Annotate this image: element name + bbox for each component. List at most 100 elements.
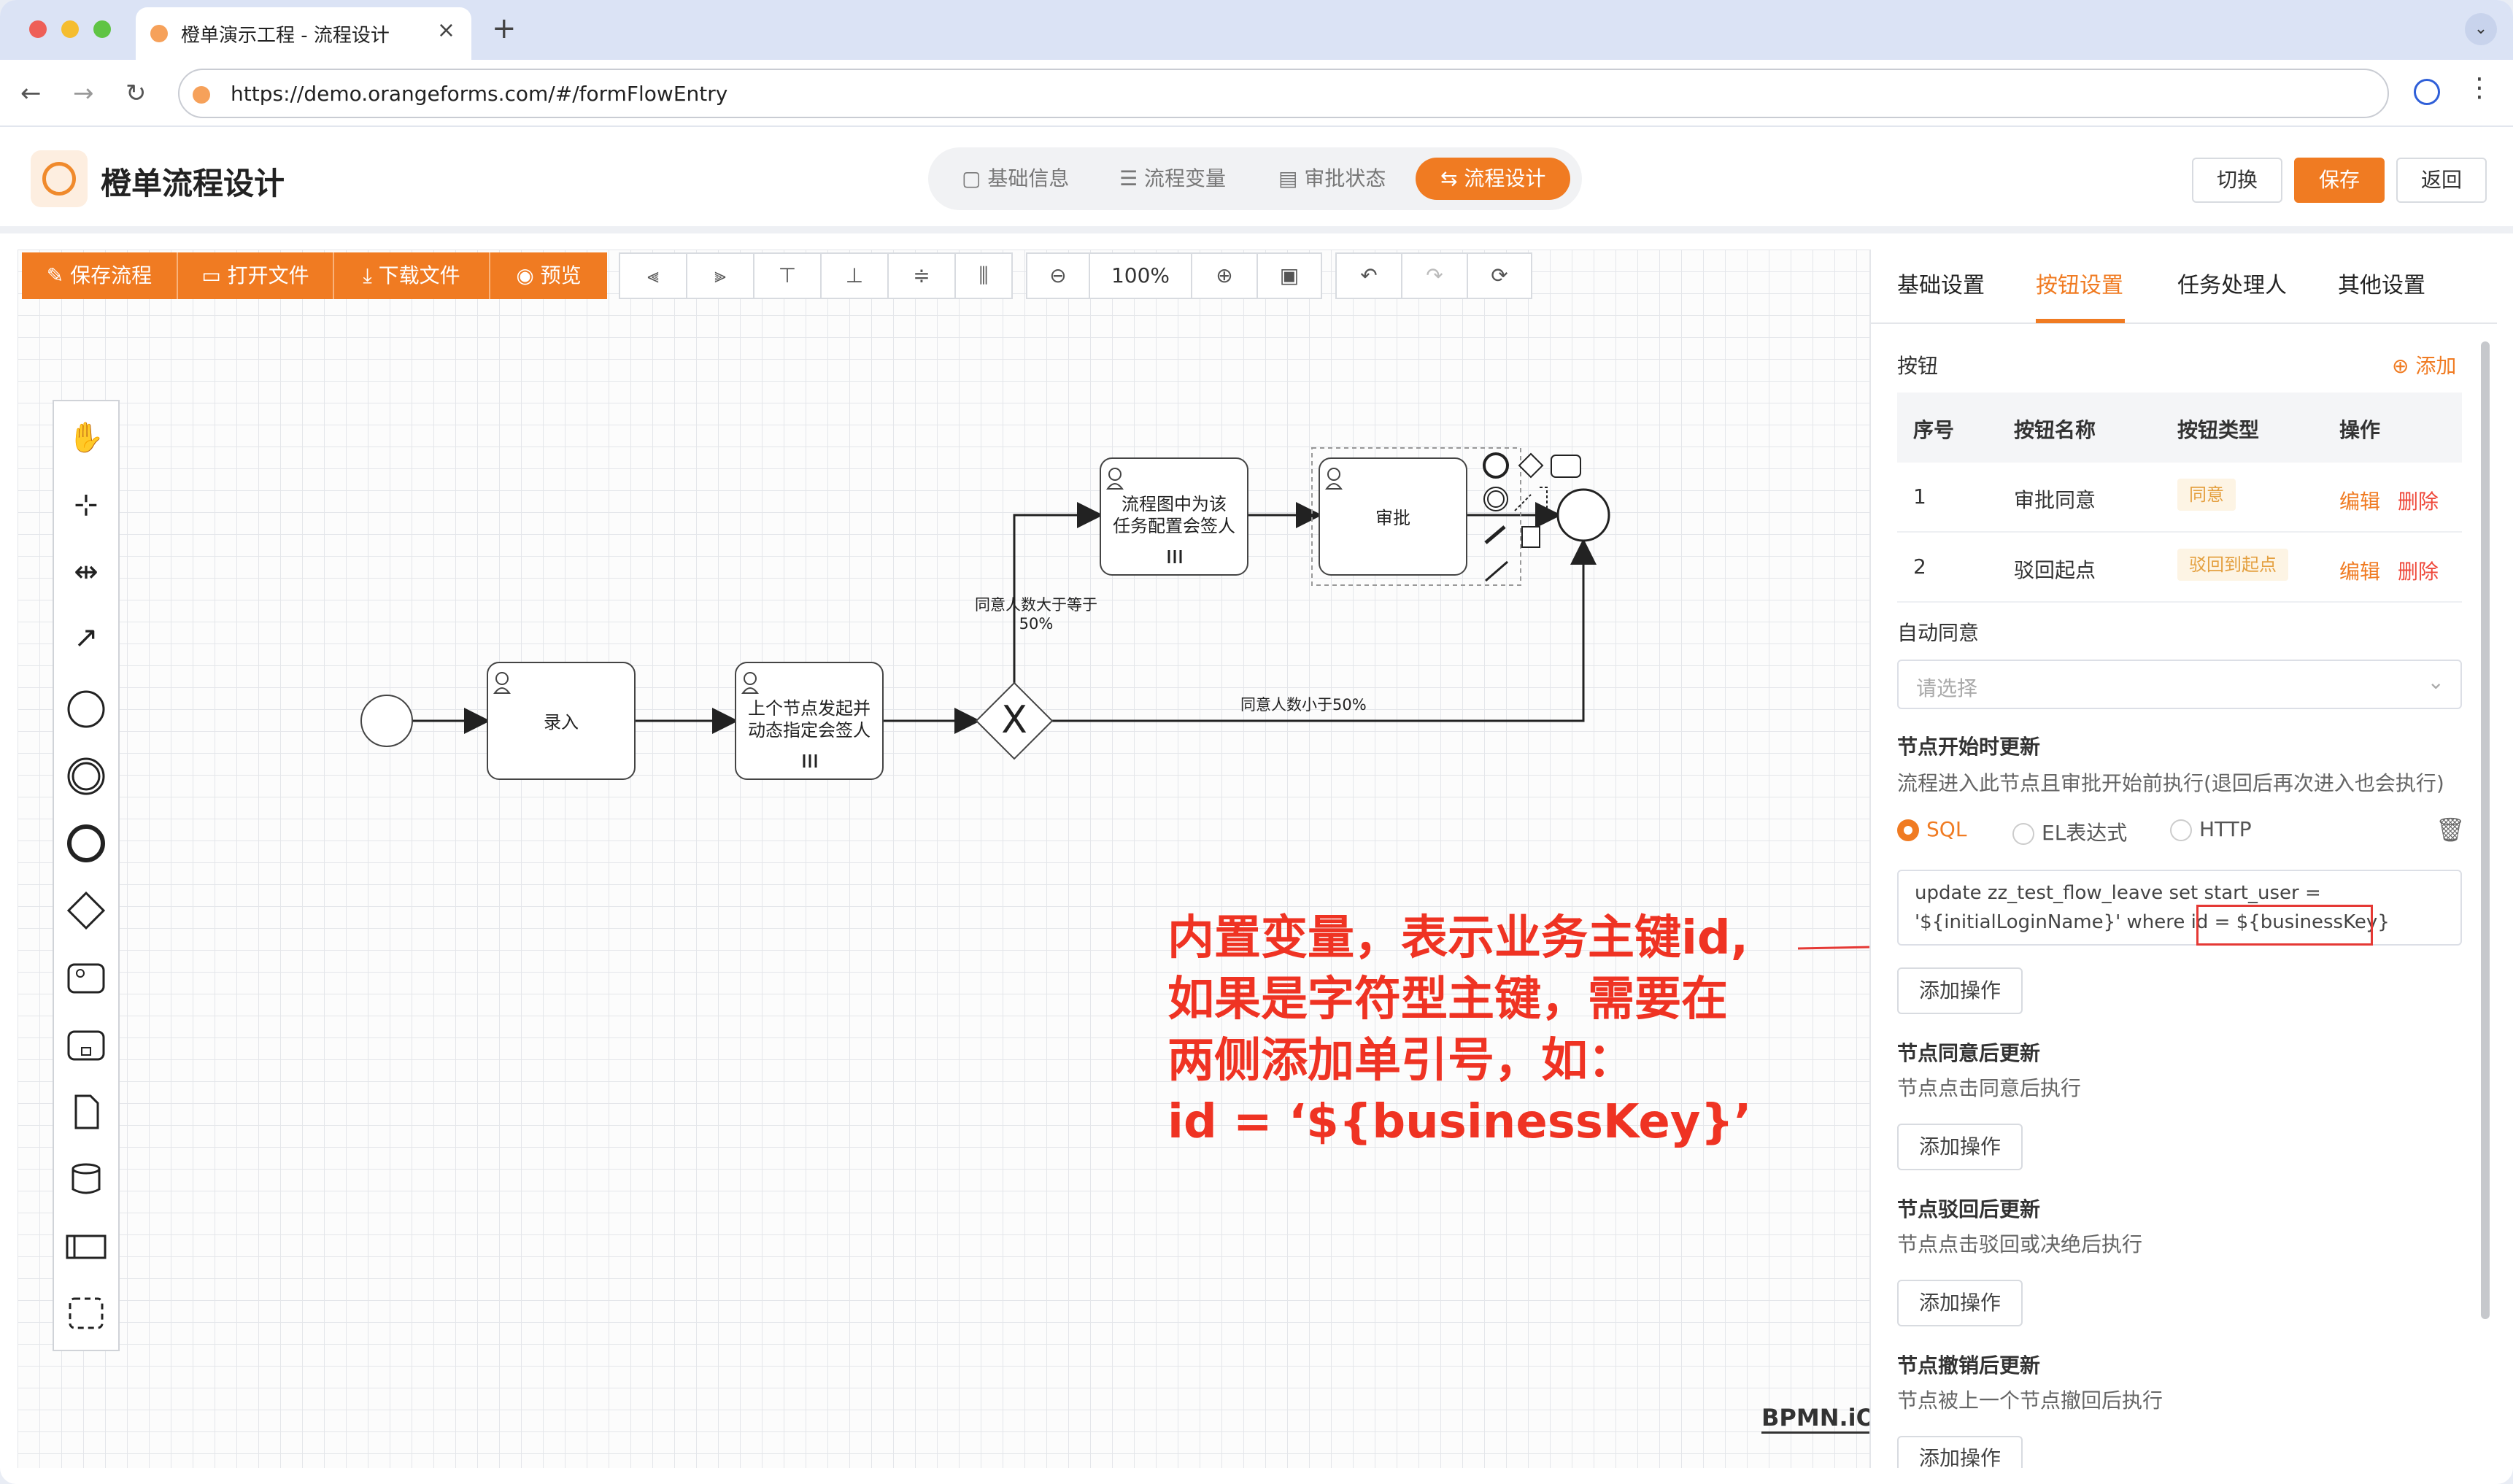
address-bar-row: ← → ↻ https://demo.orangeforms.com/#/for… xyxy=(0,60,2513,127)
condition-lt-label: 同意人数小于50% xyxy=(1240,696,1367,714)
fit-view-icon[interactable]: ▣ xyxy=(1279,263,1300,287)
add-operation-button[interactable]: 添加操作 xyxy=(1897,1124,2023,1170)
close-tab-icon[interactable]: × xyxy=(436,18,455,43)
user-task-icon[interactable] xyxy=(64,957,108,1001)
step-basic-info[interactable]: ▢ 基础信息 xyxy=(962,166,1070,190)
radio-el[interactable]: EL表达式 xyxy=(2012,817,2127,846)
history-toolbar: ↶ ↷ ⟳ xyxy=(1335,252,1532,299)
lasso-tool-icon[interactable]: ⊹ xyxy=(74,488,99,522)
favicon-icon xyxy=(150,25,168,42)
app-title: 橙单流程设计 xyxy=(101,166,285,201)
step-flow-variables[interactable]: ☰ 流程变量 xyxy=(1119,166,1227,190)
reject-title: 节点驳回后更新 xyxy=(1897,1197,2041,1221)
reset-icon[interactable]: ⟳ xyxy=(1491,263,1508,287)
reject-desc: 节点点击驳回或决绝后执行 xyxy=(1897,1232,2143,1256)
url-field[interactable]: https://demo.orangeforms.com/#/formFlowE… xyxy=(178,69,2389,118)
data-object-icon[interactable] xyxy=(64,1091,108,1135)
align-middle-icon[interactable]: ⫼ xyxy=(978,263,989,287)
zoom-out-icon[interactable]: ⊖ xyxy=(1027,254,1090,298)
end-event-icon[interactable] xyxy=(64,823,108,867)
url-text: https://demo.orangeforms.com/#/formFlowE… xyxy=(231,82,728,106)
tab-basic-settings[interactable]: 基础设置 xyxy=(1897,273,1985,298)
bpmn-io-watermark[interactable]: BPMN.iO xyxy=(1761,1404,1876,1434)
connect-tool-icon[interactable]: ↗ xyxy=(74,621,99,654)
task-config-label: 流程图中为该任务配置会签人 xyxy=(1113,494,1235,536)
add-operation-button[interactable]: 添加操作 xyxy=(1897,967,2023,1014)
switch-button[interactable]: 切换 xyxy=(2192,158,2282,203)
tab-list-button[interactable]: ⌄ xyxy=(2465,13,2497,45)
reload-icon[interactable]: ↻ xyxy=(126,79,147,108)
step-flow-design[interactable]: ⇆ 流程设计 xyxy=(1416,158,1571,200)
radio-sql[interactable]: SQL xyxy=(1897,817,1966,841)
sub-process-icon[interactable] xyxy=(64,1024,108,1068)
active-tab-indicator xyxy=(2036,319,2125,323)
group-icon[interactable] xyxy=(64,1293,108,1337)
app-header: 橙单流程设计 ▢ 基础信息 ☰ 流程变量 ▤ 审批状态 ⇆ 流程设计 切换 保存… xyxy=(0,127,2513,233)
auto-agree-select[interactable]: 请选择 ⌄ xyxy=(1897,660,2462,709)
tab-assignee[interactable]: 任务处理人 xyxy=(2177,273,2287,298)
site-icon xyxy=(193,86,210,104)
task-dynamic-label: 上个节点发起并动态指定会签人 xyxy=(748,698,871,741)
bpmn-canvas[interactable] xyxy=(18,250,1869,1468)
profile-icon[interactable] xyxy=(2414,79,2440,105)
hand-tool-icon[interactable]: ✋ xyxy=(68,421,104,455)
download-file-button[interactable]: ⤓ 下载文件 xyxy=(334,252,490,299)
zoom-toolbar: ⊖ 100% ⊕ ▣ xyxy=(1026,252,1322,299)
edit-link[interactable]: 编辑 xyxy=(2339,560,2381,584)
start-event-icon[interactable] xyxy=(64,689,108,733)
gateway-icon[interactable] xyxy=(64,890,108,934)
node-start-title: 节点开始时更新 xyxy=(1897,735,2041,759)
table-row: 1 审批同意 同意 编辑 删除 xyxy=(1897,463,2462,533)
tab-bar: 橙单演示工程 - 流程设计 × + ⌄ xyxy=(0,0,2513,60)
align-bottom-icon[interactable]: ⊥ xyxy=(822,254,889,298)
add-operation-button[interactable]: 添加操作 xyxy=(1897,1280,2023,1326)
agree-title: 节点同意后更新 xyxy=(1897,1041,2041,1065)
data-store-icon[interactable] xyxy=(64,1159,108,1202)
properties-panel: 基础设置 按钮设置 任务处理人 其他设置 按钮 ⊕ 添加 序号 按钮名称 按钮类… xyxy=(1869,250,2497,1470)
maximize-window-button[interactable] xyxy=(93,20,111,38)
table-header: 序号 按钮名称 按钮类型 操作 xyxy=(1897,393,2462,463)
new-tab-button[interactable]: + xyxy=(492,12,517,45)
space-tool-icon[interactable]: ⇹ xyxy=(74,555,99,589)
align-left-icon[interactable]: ⫷ xyxy=(620,254,687,298)
align-center-icon[interactable]: ≑ xyxy=(889,254,956,298)
tab-other-settings[interactable]: 其他设置 xyxy=(2338,273,2425,298)
browser-tab[interactable]: 橙单演示工程 - 流程设计 × xyxy=(136,7,471,60)
intermediate-event-icon[interactable] xyxy=(64,756,108,800)
auto-agree-label: 自动同意 xyxy=(1897,621,1980,645)
annotation-text: 内置变量，表示业务主键id, 如果是字符型主键，需要在 两侧添加单引号，如： i… xyxy=(1167,911,1752,1149)
align-top-icon[interactable]: ⊤ xyxy=(754,254,822,298)
delete-link[interactable]: 删除 xyxy=(2398,560,2439,584)
add-operation-button[interactable]: 添加操作 xyxy=(1897,1436,2023,1470)
add-button-link[interactable]: ⊕ 添加 xyxy=(2392,354,2457,378)
forward-icon[interactable]: → xyxy=(73,79,94,108)
edit-link[interactable]: 编辑 xyxy=(2339,490,2381,514)
radio-http[interactable]: HTTP xyxy=(2170,817,2252,841)
pool-icon[interactable] xyxy=(64,1226,108,1269)
back-button[interactable]: 返回 xyxy=(2396,158,2487,203)
save-flow-button[interactable]: ✎ 保存流程 xyxy=(22,252,178,299)
tab-button-settings[interactable]: 按钮设置 xyxy=(2036,273,2123,298)
align-toolbar: ⫷ ⫸ ⊤ ⊥ ≑ ⫼ xyxy=(619,252,1013,299)
menu-icon[interactable]: ⋮ xyxy=(2466,73,2493,103)
save-button[interactable]: 保存 xyxy=(2294,158,2385,203)
undo-icon[interactable]: ↶ xyxy=(1337,254,1402,298)
preview-button[interactable]: ◉ 预览 xyxy=(490,252,607,299)
minimize-window-button[interactable] xyxy=(61,20,79,38)
step-approval-status[interactable]: ▤ 审批状态 xyxy=(1278,166,1386,190)
redo-icon[interactable]: ↷ xyxy=(1402,254,1468,298)
trash-icon[interactable]: 🗑 xyxy=(2436,816,2466,843)
close-window-button[interactable] xyxy=(29,20,47,38)
align-right-icon[interactable]: ⫸ xyxy=(687,254,754,298)
tool-palette: ✋ ⊹ ⇹ ↗ xyxy=(53,400,120,1351)
task-approve-label: 审批 xyxy=(1375,508,1410,528)
zoom-level: 100% xyxy=(1090,254,1192,298)
zoom-in-icon[interactable]: ⊕ xyxy=(1192,254,1258,298)
open-file-button[interactable]: ▭ 打开文件 xyxy=(178,252,334,299)
delete-link[interactable]: 删除 xyxy=(2398,490,2439,514)
back-icon[interactable]: ← xyxy=(20,79,42,108)
sql-textarea[interactable]: update zz_test_flow_leave set start_user… xyxy=(1897,870,2462,946)
scrollbar[interactable] xyxy=(2481,341,2490,1319)
